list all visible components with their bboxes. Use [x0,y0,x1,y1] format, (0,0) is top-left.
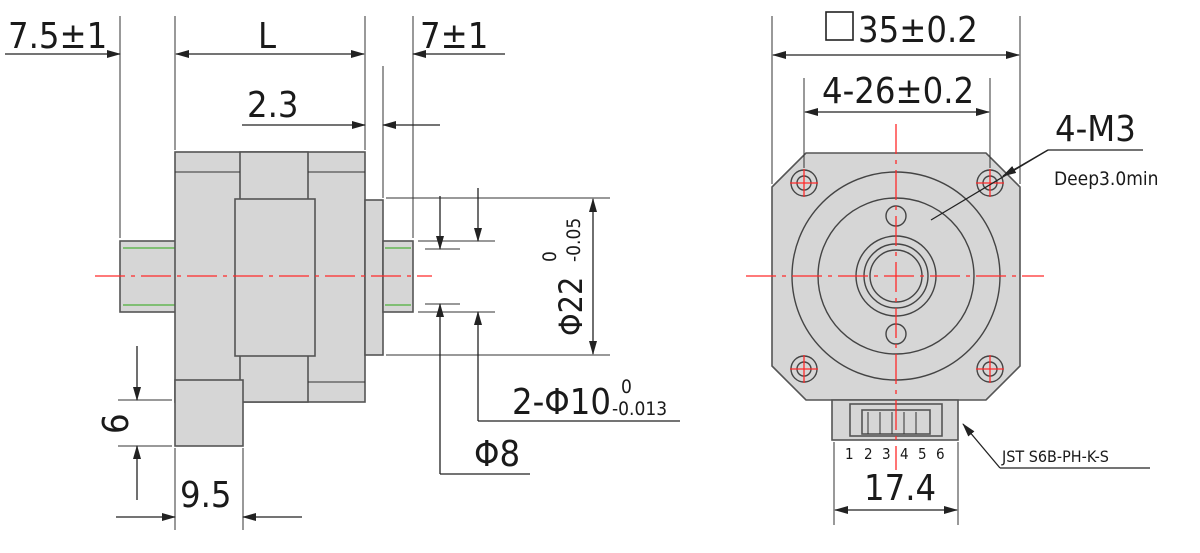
front-view: 35±0.2 4-26±0.2 4-M3 Deep3.0min JST S6B-… [746,10,1158,525]
jst-connector [831,399,959,441]
dim-connector-span: 17.4 [864,468,936,509]
dim-body-square: 35±0.2 [858,10,978,51]
dim-boss-dia-lower: -0.05 [563,218,585,262]
pin-numbers: 1 2 3 4 5 6 [845,445,945,463]
dim-thread-depth: Deep3.0min [1054,168,1158,190]
dim-shaft-dia-upper: 0 [621,376,632,398]
dim-shaft-rear: 7±1 [420,16,488,57]
pin-label: 1 [845,445,854,463]
connector-part-label: JST S6B-PH-K-S [1001,447,1109,466]
dim-boss-dia: Φ22 [552,277,590,336]
dim-thread: 4-M3 [1055,109,1136,150]
dim-flange-step: 2.3 [247,85,299,126]
dim-connector-width: 9.5 [180,475,232,516]
dim-hole-pitch: 4-26±0.2 [822,71,974,112]
side-view: 7.5±1 L 7±1 2.3 Φ22 0 -0.05 2-Φ10 0 -0.0… [5,16,680,530]
pin-label: 3 [882,445,891,463]
rear-boss [364,199,384,356]
dim-boss-dia-upper: 0 [539,251,561,262]
pin-label: 2 [864,445,873,463]
dim-shaft-front: 7.5±1 [8,16,107,57]
connector-block [174,379,244,447]
dim-shaft-dia-lower: -0.013 [612,398,667,420]
dim-length: L [258,16,276,57]
pin-label: 4 [900,445,909,463]
pin-label: 5 [918,445,927,463]
dim-shaft-dia: 2-Φ10 [512,382,611,423]
dim-flat-dia: Φ8 [474,434,520,475]
hole-crosshairs [790,169,1004,383]
pin-label: 6 [936,445,945,463]
motor-body [174,151,366,403]
dim-connector-height: 6 [96,413,137,434]
square-symbol [825,11,854,41]
